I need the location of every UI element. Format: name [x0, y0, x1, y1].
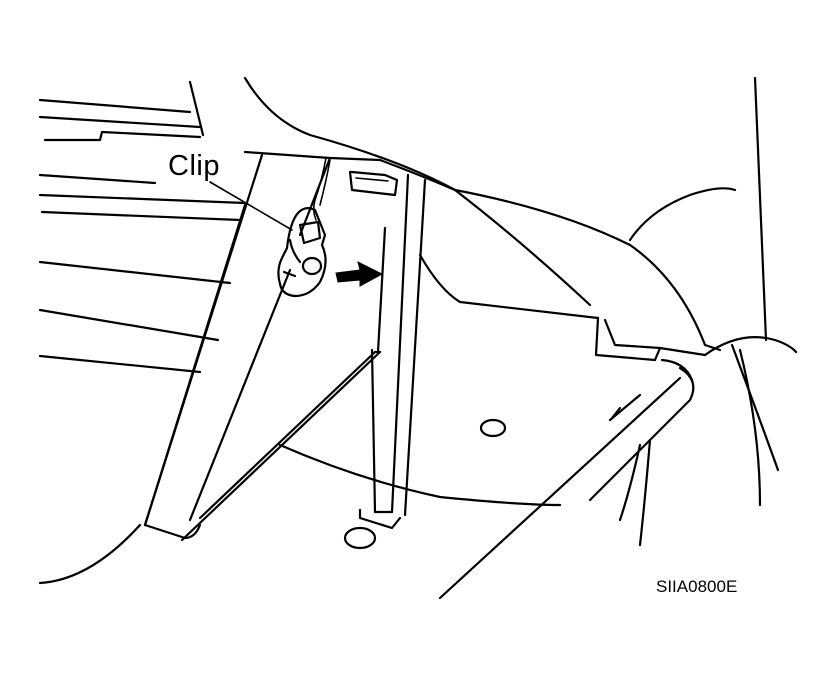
seatback-ribs [38, 80, 247, 374]
strap-anchor-hole [343, 526, 377, 550]
right-trim-panel [628, 76, 798, 507]
seatback-frame [143, 153, 382, 542]
floor-hole [479, 418, 507, 438]
upper-body-contour [243, 76, 707, 347]
right-arrow-icon [335, 261, 384, 287]
cable-wire [312, 157, 327, 221]
center-guide-strap [358, 173, 427, 530]
clip-callout-label: Clip [168, 150, 220, 182]
callout-leader-line [209, 181, 293, 231]
upper-slot [348, 170, 399, 197]
clip [277, 206, 327, 298]
seat-cushion-edge [38, 523, 142, 585]
floor-panel [278, 253, 707, 600]
figure-code: SIIA0800E [656, 577, 738, 596]
